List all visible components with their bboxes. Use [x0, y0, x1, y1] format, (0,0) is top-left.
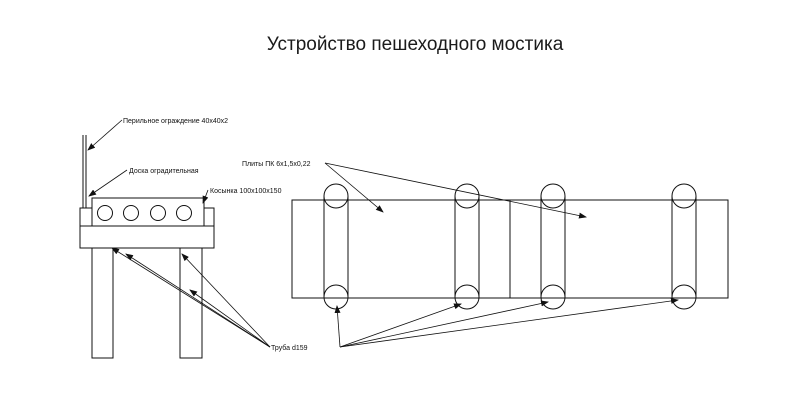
label-board: Доска оградительная — [129, 168, 199, 175]
column-right — [179, 247, 203, 359]
cross-section-view — [79, 135, 215, 359]
leader-pipe-2 — [125, 253, 271, 348]
leader-pipe-4 — [189, 289, 271, 348]
diagram-title: Устройство пешеходного мостика — [266, 34, 564, 55]
leader-slabs-2 — [324, 162, 587, 219]
label-pipe: Труба d159 — [271, 344, 308, 352]
leader-pipe-8 — [339, 297, 679, 348]
leader-brace — [202, 189, 209, 204]
leader-lines — [87, 119, 679, 348]
pipe-3-bottom — [540, 284, 566, 310]
pipe-4-bottom — [671, 284, 697, 310]
pipe-2-bottom — [454, 284, 480, 310]
plan-view — [291, 183, 729, 310]
brace-right — [203, 207, 215, 227]
pipe-4-top — [671, 183, 697, 209]
leader-railing — [87, 119, 123, 151]
pipe-section-4 — [176, 205, 192, 221]
label-slabs: Плиты ПК 6x1,5x0,22 — [242, 161, 311, 168]
brace-left — [79, 207, 93, 227]
pipe-section-3 — [150, 205, 166, 221]
label-brace: Косынка 100x100x150 — [210, 188, 282, 195]
pipe-1-bottom — [323, 284, 349, 310]
guard-board — [91, 197, 205, 227]
leader-pipe-5 — [334, 305, 341, 348]
leader-slabs-1 — [324, 162, 384, 213]
pipe-2-top — [454, 183, 480, 209]
leader-pipe-6 — [339, 303, 462, 348]
leader-pipe-3 — [181, 253, 271, 348]
column-left — [91, 247, 114, 359]
pipe-3-top — [540, 183, 566, 209]
leader-board — [88, 169, 128, 197]
label-railing: Перильное ограждение 40x40x2 — [123, 118, 228, 125]
pipe-section-1 — [97, 205, 113, 221]
pipe-1-top — [323, 183, 349, 209]
leader-pipe-1 — [111, 247, 271, 348]
pipe-section-2 — [123, 205, 139, 221]
leader-pipe-7 — [339, 300, 549, 348]
deck-slab — [79, 225, 215, 249]
